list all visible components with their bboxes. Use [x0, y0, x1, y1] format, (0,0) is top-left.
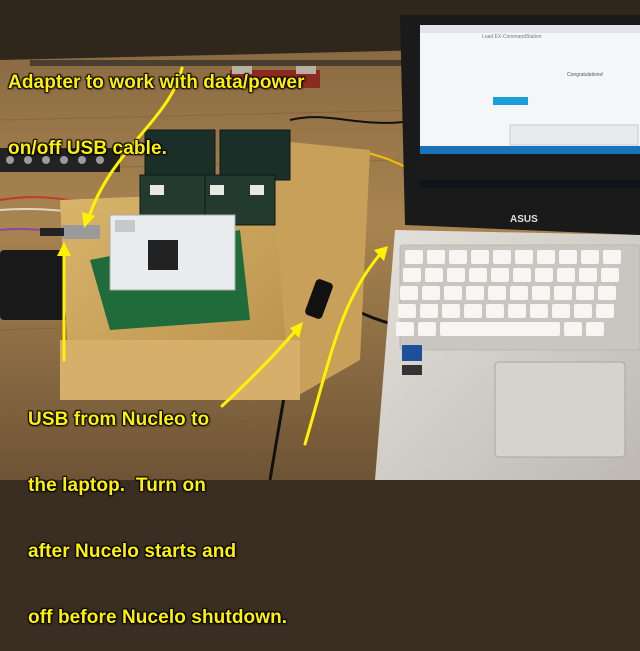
screen-status-bar: [420, 146, 640, 154]
laptop-touchpad: [494, 361, 626, 458]
intel-sticker: [402, 345, 422, 361]
annotation-arrows: [62, 66, 384, 446]
usb-caption-line-2: the laptop. Turn on: [28, 475, 206, 496]
arrowhead-nucleo-usb: [57, 242, 71, 256]
arrow-to-switch: [220, 326, 300, 408]
track-rail: [30, 60, 440, 66]
screen-taskbar: [420, 180, 640, 188]
screen-console: [420, 154, 640, 180]
locomotive: [230, 66, 320, 88]
arrow-heads: [57, 212, 388, 338]
photo-scene: Load EX-CommandStation Congratulations! …: [0, 0, 640, 480]
hdmi-sticker: [402, 365, 422, 375]
usb-caption-line-1: USB from Nucleo to: [28, 409, 210, 430]
laptop-brand: ASUS: [510, 214, 538, 225]
adapter-caption-line-2: on/off USB cable.: [8, 138, 167, 159]
laptop-lid: Load EX-CommandStation Congratulations! …: [400, 15, 640, 235]
usb-caption-line-4: off before Nucelo shutdown.: [28, 607, 288, 628]
usb-caption-line-3: after Nucelo starts and: [28, 541, 237, 562]
screen-window-title: Load EX-CommandStation: [482, 34, 542, 40]
usb-caption: USB from Nucleo to the laptop. Turn on a…: [28, 365, 287, 651]
arrow-to-adapter: [86, 66, 184, 222]
arrowhead-switch: [290, 322, 303, 338]
screen-panel: [509, 124, 639, 146]
adapter-caption: Adapter to work with data/power on/off U…: [8, 28, 305, 182]
terminal-blocks: [0, 148, 120, 172]
cable-switch: [305, 279, 333, 319]
laptop: [375, 230, 640, 480]
motor-shields: [139, 129, 291, 226]
arrow-to-laptop-port: [303, 250, 384, 446]
arrowhead-laptop-port: [374, 246, 388, 261]
nucleo-board: [90, 214, 250, 330]
adapter-caption-line-1: Adapter to work with data/power: [8, 72, 305, 93]
power-supply: [0, 250, 75, 320]
screen-start-button: [493, 97, 528, 105]
usb-adapter: [40, 225, 100, 239]
arrowhead-adapter: [82, 212, 95, 228]
screen-heading: Congratulations!: [567, 72, 603, 78]
